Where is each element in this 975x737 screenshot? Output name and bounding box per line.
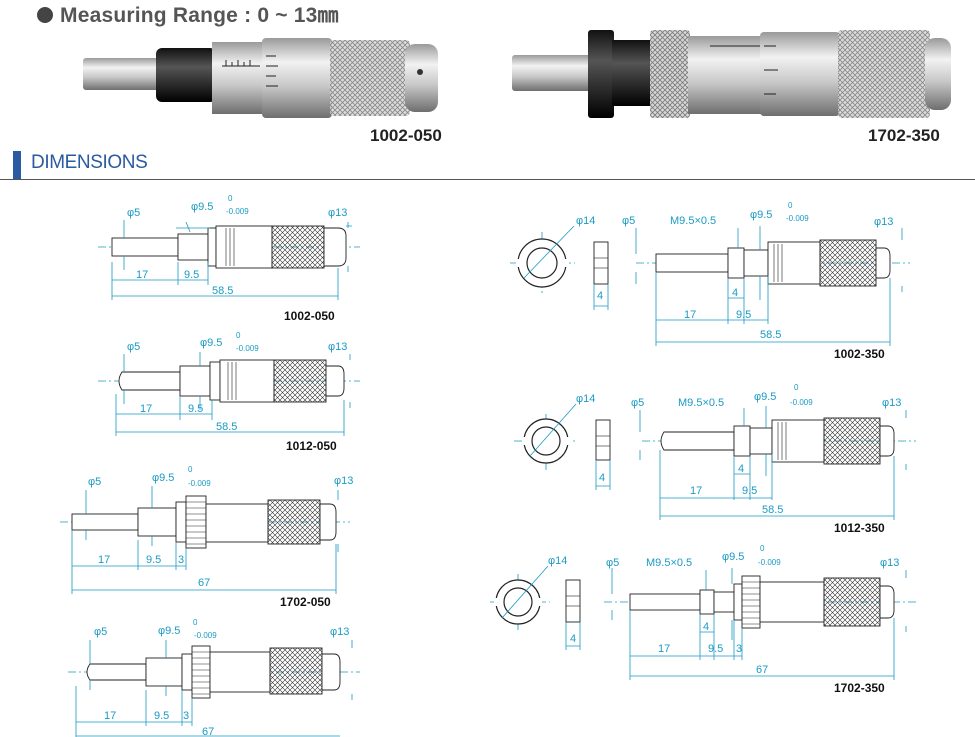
- dim-d14: φ14: [576, 215, 595, 227]
- dim-d5: φ5: [606, 557, 619, 569]
- dim-17: 17: [104, 710, 116, 722]
- dim-d5: φ5: [622, 215, 635, 227]
- dim-d95-lower: -0.009: [188, 479, 211, 488]
- dim-585: 58.5: [760, 329, 781, 341]
- dim-thread: M9.5×0.5: [678, 397, 724, 409]
- dim-67: 67: [198, 577, 210, 589]
- dim-4-nut: 4: [570, 633, 576, 645]
- dim-17: 17: [658, 643, 670, 655]
- dim-17: 17: [684, 309, 696, 321]
- dim-3: 3: [736, 643, 742, 655]
- range-label: Measuring Range: [60, 4, 239, 27]
- dim-d13: φ13: [880, 557, 899, 569]
- dim-585: 58.5: [762, 504, 783, 516]
- dim-d5: φ5: [631, 397, 644, 409]
- dim-d95: φ9.5: [152, 472, 174, 484]
- dim-3: 3: [178, 554, 184, 566]
- drawing-1002-350: φ14 φ5 M9.5×0.5 φ9.5 0 -0.009 φ13 4 4 17…: [510, 201, 910, 361]
- drawing-1702-050-variant: φ5 φ9.5 0 -0.009 φ13 17 9.5 3 67: [68, 618, 360, 737]
- dim-d14: φ14: [576, 393, 595, 405]
- dim-d13: φ13: [330, 626, 349, 638]
- drawing-1702-050: φ5 φ9.5 0 -0.009 φ13 17 9.5 3 67 1702-05…: [60, 465, 353, 609]
- dim-d5: φ5: [127, 341, 140, 353]
- section-marker: [13, 151, 21, 179]
- photo-1002-050: [83, 38, 438, 118]
- dim-d95-upper: 0: [794, 383, 799, 392]
- drawing-1002-050: φ5 φ9.5 0 -0.009 φ13 17 9.5 58.5 1002-05…: [98, 194, 360, 323]
- dim-17: 17: [690, 485, 702, 497]
- model-1702-350: 1702-350: [834, 681, 885, 695]
- dim-thread: M9.5×0.5: [646, 557, 692, 569]
- dim-95: 9.5: [146, 554, 161, 566]
- dim-d13: φ13: [874, 216, 893, 228]
- dim-d95: φ9.5: [722, 551, 744, 563]
- dim-d13: φ13: [328, 207, 347, 219]
- drawing-1012-350: φ14 φ5 M9.5×0.5 φ9.5 0 -0.009 φ13 4 4 17…: [514, 383, 916, 535]
- dim-d95-lower: -0.009: [786, 214, 809, 223]
- dim-585: 58.5: [212, 285, 233, 297]
- range-separator: :: [244, 4, 252, 27]
- dim-d14: φ14: [548, 555, 567, 567]
- range-value: 0 ~ 13㎜: [257, 4, 339, 27]
- measuring-range-heading: Measuring Range : 0 ~ 13㎜: [37, 0, 339, 29]
- dim-d95: φ9.5: [200, 337, 222, 349]
- dim-d95-lower: -0.009: [236, 344, 259, 353]
- dim-4: 4: [732, 287, 738, 299]
- dim-d13: φ13: [334, 475, 353, 487]
- model-1012-050: 1012-050: [286, 439, 337, 453]
- section-divider: [0, 179, 975, 180]
- dim-585: 58.5: [216, 421, 237, 433]
- dim-d95: φ9.5: [191, 201, 213, 213]
- dim-d13: φ13: [328, 341, 347, 353]
- dim-95: 9.5: [188, 403, 203, 415]
- dim-95: 9.5: [736, 309, 751, 321]
- dim-4-nut: 4: [599, 472, 605, 484]
- dim-d95: φ9.5: [158, 625, 180, 637]
- product-photos: [83, 30, 951, 118]
- dim-4: 4: [703, 621, 709, 633]
- dim-d95-lower: -0.009: [194, 631, 217, 640]
- dim-d95-lower: -0.009: [790, 398, 813, 407]
- dim-d95-upper: 0: [193, 618, 198, 627]
- drawing-1012-050: φ5 φ9.5 0 -0.009 φ13 17 9.5 58.5 1012-05…: [98, 331, 360, 453]
- dim-d13: φ13: [882, 397, 901, 409]
- dim-d5: φ5: [127, 207, 140, 219]
- dim-thread: M9.5×0.5: [670, 215, 716, 227]
- dim-d95-lower: -0.009: [226, 207, 249, 216]
- dim-67: 67: [756, 664, 768, 676]
- dim-95: 9.5: [742, 485, 757, 497]
- dim-d95-upper: 0: [760, 544, 765, 553]
- dim-67: 67: [202, 726, 214, 737]
- bullet-icon: [37, 7, 53, 23]
- dim-d95-upper: 0: [236, 331, 241, 340]
- dim-4: 4: [738, 463, 744, 475]
- dim-95: 9.5: [154, 710, 169, 722]
- dim-d5: φ5: [94, 626, 107, 638]
- model-1002-350: 1002-350: [834, 347, 885, 361]
- dim-d95: φ9.5: [750, 209, 772, 221]
- photo-1702-350: [512, 30, 951, 118]
- dim-d5: φ5: [88, 476, 101, 488]
- dim-17: 17: [140, 403, 152, 415]
- dim-95: 9.5: [184, 269, 199, 281]
- dim-17: 17: [98, 554, 110, 566]
- dim-d95-upper: 0: [188, 465, 193, 474]
- dim-17: 17: [136, 269, 148, 281]
- dim-4-nut: 4: [597, 290, 603, 302]
- model-1002-050: 1002-050: [284, 309, 335, 323]
- dim-d95-upper: 0: [788, 201, 793, 210]
- model-1012-350: 1012-350: [834, 521, 885, 535]
- section-title: DIMENSIONS: [31, 152, 148, 173]
- model-1702-050: 1702-050: [280, 595, 331, 609]
- drawing-1702-350: φ14 φ5 M9.5×0.5 φ9.5 0 -0.009 φ13 4 4 17…: [490, 544, 916, 695]
- dim-95: 9.5: [708, 643, 723, 655]
- dim-d95: φ9.5: [754, 391, 776, 403]
- dim-d95-lower: -0.009: [758, 558, 781, 567]
- photo-model-label-2: 1702-350: [868, 126, 940, 145]
- photo-model-label-1: 1002-050: [370, 126, 442, 145]
- dim-d95-upper: 0: [228, 194, 233, 203]
- dim-3: 3: [183, 710, 189, 722]
